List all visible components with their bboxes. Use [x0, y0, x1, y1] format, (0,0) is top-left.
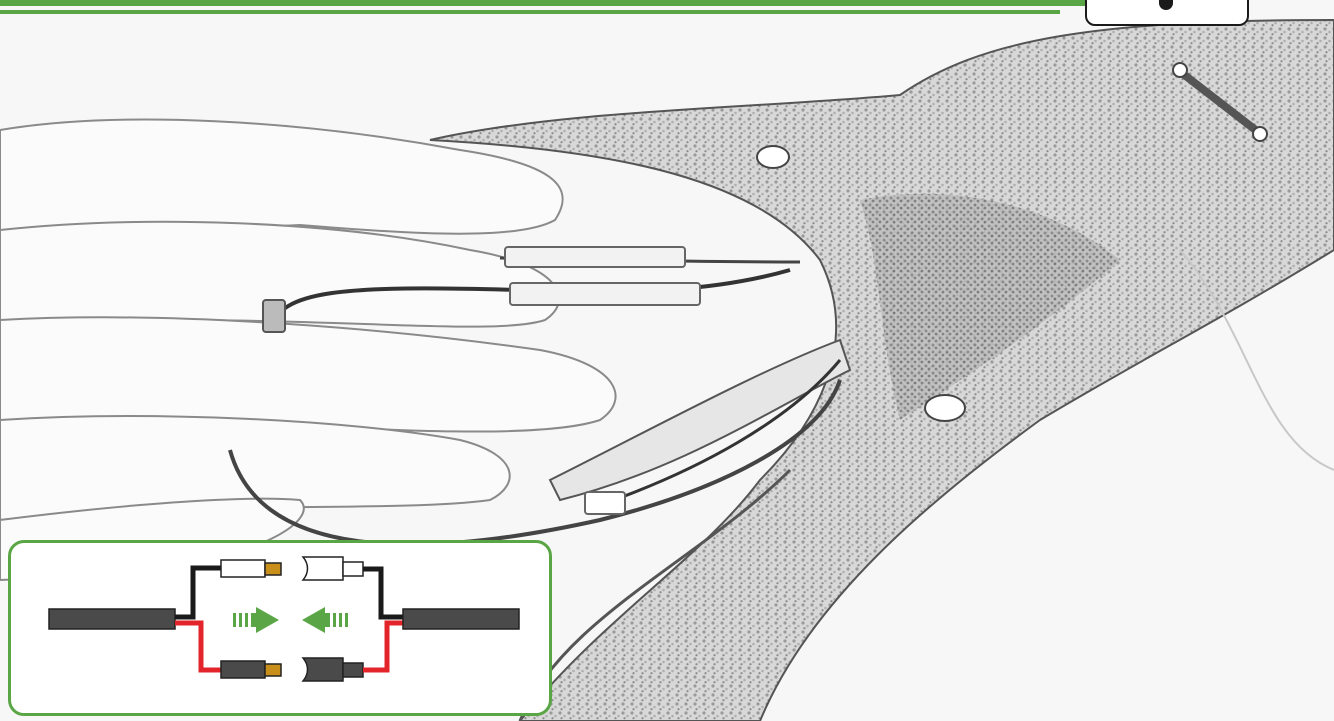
- mount-hole: [757, 146, 789, 168]
- terminal-sleeve: [505, 247, 685, 267]
- connector-diagram: [11, 543, 549, 713]
- right-bottom-receptacle: [303, 658, 343, 681]
- right-top-receptacle: [303, 557, 343, 580]
- left-top-pin: [265, 563, 281, 575]
- left-red-wire: [175, 623, 221, 670]
- green-arrow-right-icon: [233, 607, 279, 633]
- right-red-wire: [363, 623, 403, 670]
- left-cable: [49, 609, 175, 629]
- mount-hole: [925, 395, 965, 421]
- left-top-sleeve: [221, 560, 265, 577]
- header-stripe: [0, 0, 1090, 6]
- right-black-wire: [363, 569, 403, 617]
- right-cable: [403, 609, 519, 629]
- terminal-sleeve: [510, 283, 700, 305]
- step-badge: [1085, 0, 1249, 26]
- header-underline: [0, 10, 1060, 14]
- left-black-wire: [175, 568, 221, 617]
- left-bottom-pin: [265, 664, 281, 676]
- left-bottom-sleeve: [221, 661, 265, 678]
- green-arrow-left-icon: [302, 607, 348, 633]
- step-badge-glyph: [1159, 0, 1173, 10]
- connection-diagram-panel: [8, 540, 552, 716]
